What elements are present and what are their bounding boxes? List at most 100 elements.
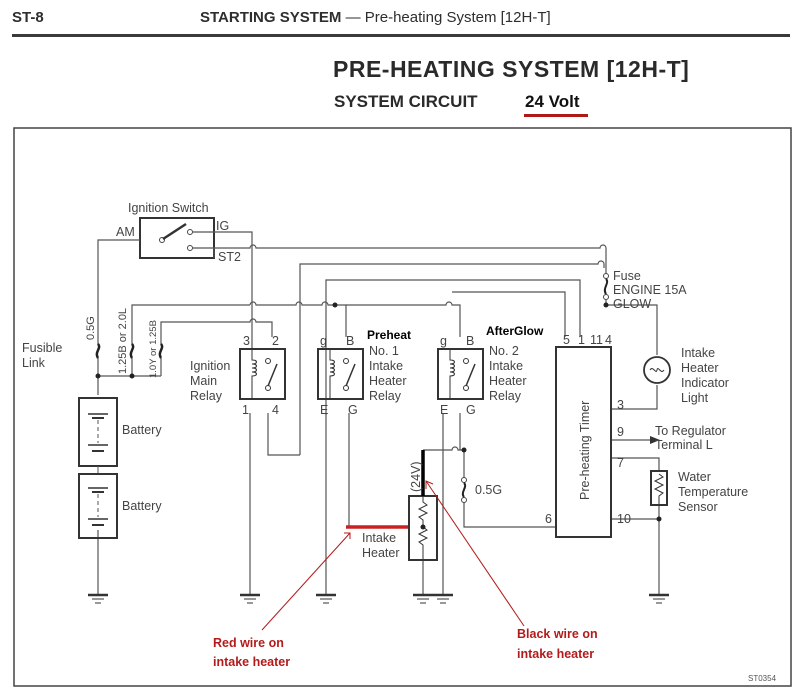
- light-label: Heater: [681, 361, 719, 375]
- light-label: Intake: [681, 346, 715, 360]
- arrow-icon: [344, 532, 351, 539]
- ignition-switch-box: [139, 217, 215, 259]
- heater-label: Heater: [362, 546, 400, 560]
- terminal-ig: IG: [216, 219, 229, 233]
- black-wire-annotation: intake heater: [517, 647, 594, 661]
- junction: [95, 373, 101, 379]
- heater-label: Intake: [362, 531, 396, 545]
- timer-pin-1: 1: [578, 333, 585, 347]
- regulator-label: Terminal L: [655, 438, 713, 452]
- terminal-e: E: [440, 403, 448, 417]
- fusible-link-element: [95, 343, 164, 359]
- terminal-b: B: [346, 334, 354, 348]
- relay-contact: [343, 385, 349, 391]
- ground-icon: [433, 593, 453, 604]
- red-wire-annotation: Red wire on: [213, 636, 284, 650]
- battery-box: [78, 397, 118, 467]
- ignition-switch-label: Ignition Switch: [128, 201, 209, 215]
- resistor-icon: [653, 473, 665, 505]
- section-name: STARTING SYSTEM: [200, 9, 342, 26]
- fuse-terminal: [461, 477, 467, 483]
- ground-icon: [240, 593, 260, 604]
- link-1-0y: 1.0Y or 1.25B: [148, 320, 159, 378]
- lamp-filament: [649, 368, 665, 372]
- ground-symbols: [88, 593, 669, 604]
- timer-pin-7: 7: [617, 456, 624, 470]
- timer-pin-3: 3: [617, 398, 624, 412]
- page-number: ST-8: [12, 9, 44, 26]
- relay-label: Heater: [369, 374, 407, 388]
- engine-fuse: Fuse ENGINE 15A GLOW: [603, 269, 687, 311]
- relay-switch: [345, 363, 356, 387]
- fuse-label: Fuse: [613, 269, 641, 283]
- header-rule: [12, 34, 790, 37]
- relay-label: Ignition: [190, 359, 230, 373]
- fuse-label: GLOW: [613, 297, 651, 311]
- ground-icon: [413, 593, 433, 604]
- terminal-e: E: [320, 403, 328, 417]
- black-wire-pointer: [425, 480, 525, 627]
- ignition-main-relay: 3 2 1 4 Ignition Main Relay: [190, 334, 286, 417]
- battery-1: Battery: [78, 397, 162, 467]
- timer-pin-10: 10: [617, 512, 631, 526]
- regulator-label: To Regulator: [655, 424, 726, 438]
- battery-label: Battery: [122, 499, 162, 513]
- terminal-st2: ST2: [218, 250, 241, 264]
- terminal-g: g: [440, 334, 447, 348]
- intake-heater-relay-2: AfterGlow g B E G No. 2 Intake Heater Re…: [437, 324, 544, 417]
- relay-label: Relay: [369, 389, 402, 403]
- preheating-timer: 5 1 11 4 Pre-heating Timer 3 9 7 10 6: [545, 333, 631, 538]
- relay-box: [437, 348, 484, 400]
- timer-pin-11: 11: [590, 333, 603, 347]
- indicator-light: Intake Heater Indicator Light: [643, 346, 729, 405]
- junction: [461, 447, 467, 453]
- link-1-25b: 1.25B or 2.0L: [117, 308, 129, 374]
- page-title: PRE-HEATING SYSTEM [12H-T]: [333, 56, 690, 82]
- preheat-annotation: Preheat: [367, 328, 411, 342]
- junction: [129, 373, 135, 379]
- battery-2: Battery: [78, 473, 162, 539]
- timer-box: [555, 346, 612, 538]
- relay-label: Relay: [190, 389, 223, 403]
- relay-contact: [343, 358, 349, 364]
- water-temperature-sensor: Water Temperature Sensor: [650, 470, 748, 514]
- terminal-2: 2: [272, 334, 279, 348]
- relay-contact: [463, 385, 469, 391]
- relay-box: [239, 348, 286, 400]
- relay-label: No. 1: [369, 344, 399, 358]
- sensor-label: Temperature: [678, 485, 748, 499]
- sensor-label: Sensor: [678, 500, 718, 514]
- timer-label: Pre-heating Timer: [578, 401, 592, 500]
- light-label: Indicator: [681, 376, 729, 390]
- relay-label: No. 2: [489, 344, 519, 358]
- battery-label: Battery: [122, 423, 162, 437]
- timer-pin-6: 6: [545, 512, 552, 526]
- ignition-switch: Ignition Switch AM IG ST2: [116, 201, 241, 264]
- junction: [332, 302, 338, 308]
- timer-pin-9: 9: [617, 425, 624, 439]
- relay-contact: [463, 358, 469, 364]
- ground-icon: [316, 593, 336, 604]
- figure-code: ST0354: [748, 674, 777, 683]
- relay-contact: [265, 385, 271, 391]
- fuse-element: [603, 278, 609, 295]
- relay-box: [317, 348, 364, 400]
- intake-heater-relay-1: Preheat g B E G No. 1 Intake Heater Rela…: [317, 328, 411, 417]
- fusible-link: Fusible Link 0.5G 1.25B or 2.0L 1.0Y or …: [22, 308, 164, 378]
- junction: [603, 302, 609, 308]
- red-wire-pointer: [261, 532, 351, 631]
- fusible-link-label: Fusible: [22, 341, 62, 355]
- wiring: [97, 231, 660, 595]
- page-subtitle: SYSTEM CIRCUIT: [334, 92, 478, 111]
- terminal-g-out: G: [466, 403, 476, 417]
- arrow-icon: [425, 480, 434, 489]
- relay-label: Relay: [489, 389, 522, 403]
- red-wire-annotation: intake heater: [213, 655, 290, 669]
- relay-coil: [329, 350, 335, 398]
- resistor-icon: [417, 496, 429, 560]
- arrow-right-icon: [650, 436, 660, 444]
- relay-label: Heater: [489, 374, 527, 388]
- fusible-link-label: Link: [22, 356, 46, 370]
- fuse-terminal: [603, 273, 609, 279]
